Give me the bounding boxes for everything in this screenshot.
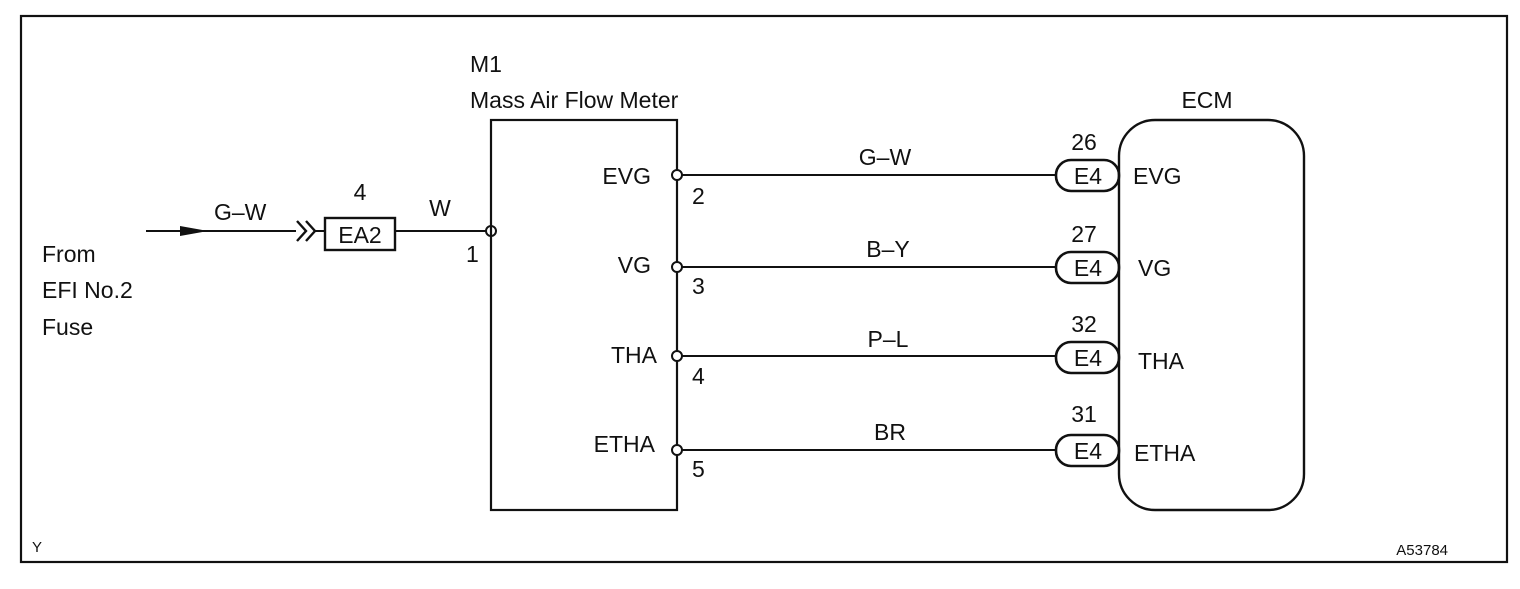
signal-wire-tha: P–L: [671, 326, 1056, 362]
meter-pin-5: 5: [692, 456, 705, 482]
ecm-terminal-evg: EVG: [1133, 163, 1182, 189]
ecm-connector-tha: E4 32: [1054, 311, 1121, 375]
ecm-terminal-vg: VG: [1138, 255, 1171, 281]
diagram-frame: [19, 14, 1509, 564]
meter-name: Mass Air Flow Meter: [470, 87, 679, 113]
ecm-terminal-etha: ETHA: [1134, 440, 1196, 466]
source-line-1: From: [42, 241, 96, 267]
meter-input-wire-color: W: [429, 195, 451, 221]
wire-color-vg: B–Y: [866, 236, 909, 262]
ecm-connector-label: E4: [1074, 255, 1102, 281]
wire-color-etha: BR: [874, 419, 906, 445]
arrow-icon: [180, 226, 208, 236]
meter-code: M1: [470, 51, 502, 77]
fuse-source: From EFI No.2 Fuse: [42, 241, 133, 340]
connector-ea2: EA2 4: [323, 179, 397, 252]
mass-air-flow-meter: M1 Mass Air Flow Meter EVG VG THA ETHA 2…: [470, 51, 705, 512]
ecm-connector-label: E4: [1074, 345, 1102, 371]
wire-color-evg: G–W: [859, 144, 912, 170]
ecm-pin-26: 26: [1071, 129, 1097, 155]
source-line-3: Fuse: [42, 314, 93, 340]
ecm-unit: ECM EVG VG THA ETHA: [1117, 87, 1306, 512]
ecm-connector-vg: E4 27: [1054, 221, 1121, 285]
meter-pin-2: 2: [692, 183, 705, 209]
meter-terminal-evg: EVG: [602, 163, 651, 189]
wire-color-tha: P–L: [868, 326, 909, 352]
source-wire-color: G–W: [214, 199, 267, 225]
ecm-connector-etha: E4 31: [1054, 401, 1121, 468]
meter-pin-3: 3: [692, 273, 705, 299]
signal-wire-evg: G–W: [671, 144, 1056, 181]
ecm-terminal-tha: THA: [1138, 348, 1185, 374]
meter-terminal-vg: VG: [618, 252, 651, 278]
meter-terminal-etha: ETHA: [594, 431, 656, 457]
ecm-body: [1117, 118, 1306, 512]
meter-pin-4: 4: [692, 363, 705, 389]
meter-body: [489, 118, 679, 512]
ecm-connector-label: E4: [1074, 438, 1102, 464]
ecm-connector-evg: E4 26: [1054, 129, 1121, 193]
double-chevron-icon: [296, 220, 317, 242]
signal-wire-vg: B–Y: [671, 236, 1056, 273]
corner-mark: Y: [32, 539, 42, 556]
source-line-2: EFI No.2: [42, 277, 133, 303]
connector-ea2-label: EA2: [338, 222, 381, 248]
meter-terminal-tha: THA: [611, 342, 658, 368]
signal-wire-etha: BR: [671, 419, 1056, 456]
figure-id: A53784: [1396, 542, 1448, 559]
ecm-connector-label: E4: [1074, 163, 1102, 189]
ecm-pin-27: 27: [1071, 221, 1097, 247]
ecm-pin-31: 31: [1071, 401, 1097, 427]
connector-ea2-pin: 4: [354, 179, 367, 205]
meter-input-pin: 1: [466, 241, 479, 267]
ecm-pin-32: 32: [1071, 311, 1097, 337]
ecm-title: ECM: [1181, 87, 1232, 113]
